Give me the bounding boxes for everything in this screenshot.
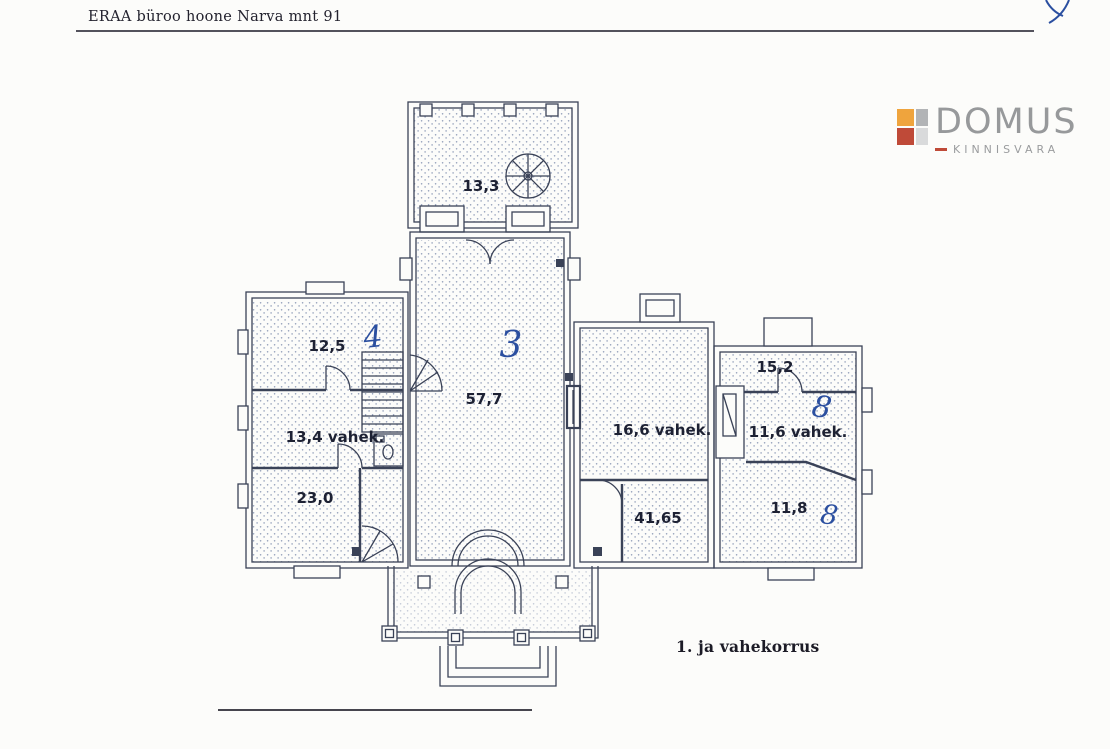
room-label-mezz-west: 13,4 vahek. xyxy=(286,428,385,446)
handwritten-number-4: 4 xyxy=(361,319,385,356)
logo-text: DOMUS KINNISVARA xyxy=(935,104,1078,156)
room-label-nw: 12,5 xyxy=(308,337,345,355)
pen-scribble xyxy=(1045,0,1070,24)
balcony xyxy=(407,101,579,233)
floor-caption: 1. ja vahekorrus xyxy=(676,637,820,656)
logo-subtitle: KINNISVARA xyxy=(953,143,1060,156)
logo-square-gray xyxy=(916,109,928,126)
handwritten-number-3: 3 xyxy=(500,325,523,366)
west-wing xyxy=(237,281,409,579)
east-wing xyxy=(573,293,873,581)
shaft-icon xyxy=(715,385,745,459)
room-label-mezz-east: 16,6 vahek. xyxy=(613,421,712,439)
main-hall xyxy=(352,231,602,567)
room-label-ne: 15,2 xyxy=(756,358,793,376)
winder-stair-icon xyxy=(361,525,399,563)
domus-logo-icon xyxy=(897,109,928,145)
handwritten-annotations: 4 3 8 8 xyxy=(361,319,840,532)
room-label-mezz-ne: 11,6 vahek. xyxy=(749,423,848,441)
logo-red-accent xyxy=(935,148,947,151)
domus-logo: DOMUS KINNISVARA xyxy=(897,104,1078,156)
logo-square-light xyxy=(916,128,928,145)
portico xyxy=(381,558,599,687)
room-label-balcony: 13,3 xyxy=(462,177,499,195)
room-labels: 13,3 57,7 12,5 13,4 vahek. 23,0 16,6 vah… xyxy=(286,177,848,527)
logo-square-red xyxy=(897,128,914,145)
staircase-icon xyxy=(361,351,404,433)
logo-square-orange xyxy=(897,109,914,126)
room-label-s: 41,65 xyxy=(634,509,681,527)
logo-name: DOMUS xyxy=(935,102,1078,142)
header-divider xyxy=(76,30,1034,32)
room-label-sw: 23,0 xyxy=(296,489,333,507)
wc-fixtures-icon xyxy=(373,433,404,467)
spiral-stair-icon xyxy=(505,153,551,199)
document-title: ERAA büroo hoone Narva mnt 91 xyxy=(88,9,343,25)
room-label-hall: 57,7 xyxy=(465,390,502,408)
room-label-se: 11,8 xyxy=(770,499,807,517)
bottom-line xyxy=(218,709,532,711)
handwritten-number-8b: 8 xyxy=(819,499,840,532)
